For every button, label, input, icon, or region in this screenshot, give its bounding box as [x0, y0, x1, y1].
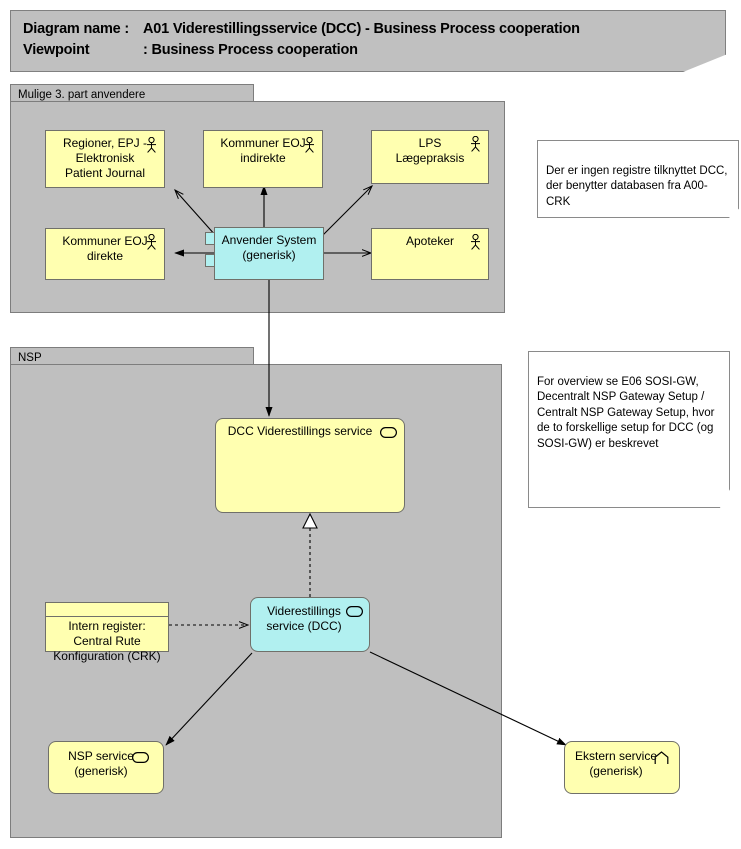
element-apoteker[interactable]: Apoteker	[371, 228, 489, 280]
actor-icon	[471, 136, 480, 152]
diagram-name-value: A01 Viderestillingsservice (DCC) - Busin…	[143, 21, 580, 37]
diagram-name-label: Diagram name :	[23, 21, 129, 37]
viewpoint-label: Viewpoint	[23, 42, 90, 58]
element-kommuner-eoj-indirekte-label: Kommuner EOJ indirekte	[220, 136, 306, 165]
diagram-title-banner: Diagram name : A01 Viderestillingsservice…	[10, 10, 726, 72]
viewpoint-line: Viewpoint: Business Process cooperation	[23, 40, 725, 61]
element-nsp-service-label: NSP service (generisk)	[68, 749, 134, 778]
note-crk-text: Der er ingen registre tilknyttet DCC, de…	[546, 164, 728, 208]
element-intern-register-crk[interactable]: Intern register: Central Rute Konfigurat…	[45, 602, 169, 663]
note-crk: Der er ingen registre tilknyttet DCC, de…	[537, 140, 739, 218]
actor-icon	[147, 234, 156, 250]
viewpoint-value: Business Process cooperation	[151, 42, 358, 58]
element-viderestillings-service-dcc[interactable]: Viderestillings service (DCC)	[250, 597, 370, 652]
element-regioner-epj[interactable]: Regioner, EPJ - Elektronisk Patient Jour…	[45, 130, 165, 188]
service-interface-icon	[132, 752, 149, 763]
group-label-nsp: NSP	[10, 347, 254, 364]
element-anvender-system[interactable]: Anvender System (generisk)	[214, 227, 324, 280]
element-viderestillings-service-dcc-label: Viderestillings service (DCC)	[266, 604, 342, 633]
element-kommuner-eoj-direkte-label: Kommuner EOJ direkte	[62, 234, 148, 263]
note-sosi-text: For overview se E06 SOSI-GW, Decentralt …	[537, 375, 715, 450]
element-kommuner-eoj-direkte[interactable]: Kommuner EOJ direkte	[45, 228, 165, 280]
element-ekstern-service-label: Ekstern service (generisk)	[574, 749, 658, 778]
element-apoteker-label: Apoteker	[405, 234, 455, 248]
element-dcc-viderestillings-service[interactable]: DCC Viderestillings service	[215, 418, 405, 513]
chevron-icon	[654, 751, 669, 764]
element-regioner-epj-label: Regioner, EPJ - Elektronisk Patient Jour…	[62, 136, 148, 180]
element-ekstern-service[interactable]: Ekstern service (generisk)	[564, 741, 680, 794]
element-lps-laegepraksis[interactable]: LPS Lægepraksis	[371, 130, 489, 184]
service-interface-icon	[380, 427, 397, 438]
element-intern-register-crk-label: Intern register: Central Rute Konfigurat…	[53, 619, 161, 663]
note-sosi: For overview se E06 SOSI-GW, Decentralt …	[528, 351, 730, 508]
group-label-third-party: Mulige 3. part anvendere	[10, 84, 254, 101]
diagram-name-line: Diagram name : A01 Viderestillingsservice…	[23, 19, 725, 40]
group-label-third-party-text: Mulige 3. part anvendere	[18, 89, 146, 101]
element-nsp-service[interactable]: NSP service (generisk)	[48, 741, 164, 794]
element-anvender-system-label: Anvender System (generisk)	[221, 233, 317, 262]
element-lps-laegepraksis-label: LPS Lægepraksis	[395, 136, 465, 165]
register-header-band	[46, 603, 168, 617]
element-dcc-viderestillings-service-label: DCC Viderestillings service	[227, 424, 373, 438]
group-label-nsp-text: NSP	[18, 352, 42, 364]
actor-icon	[147, 137, 156, 153]
service-interface-icon	[346, 606, 363, 617]
actor-icon	[471, 234, 480, 250]
actor-icon	[305, 137, 314, 153]
viewpoint-separator: :	[143, 42, 152, 58]
element-kommuner-eoj-indirekte[interactable]: Kommuner EOJ indirekte	[203, 130, 323, 188]
